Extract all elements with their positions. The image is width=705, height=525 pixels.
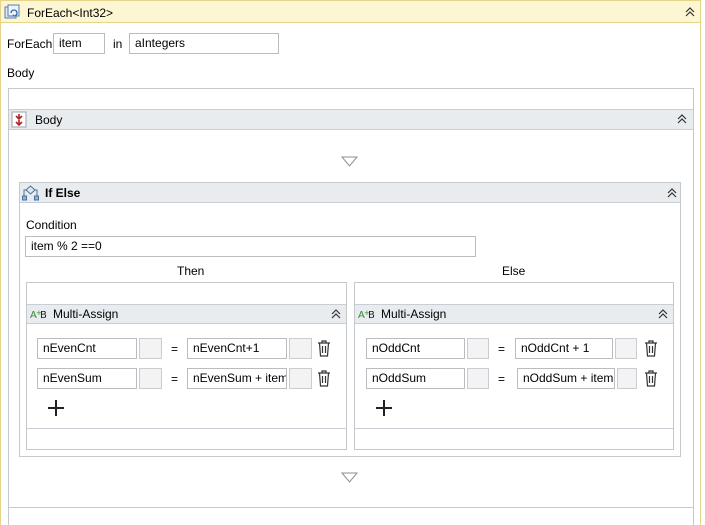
drop-target-arrow-icon[interactable] [341,156,358,167]
condition-field[interactable]: item % 2 ==0 [25,236,476,257]
value-type-button[interactable] [615,338,637,359]
value-type-button[interactable] [289,338,312,359]
assign-target-field[interactable]: nEvenSum [37,368,137,389]
body-label: Body [7,66,35,80]
value-type-button[interactable] [289,368,312,389]
then-assign-body [27,324,346,429]
collapse-chevron-icon[interactable] [666,187,678,199]
then-assign-header[interactable] [27,304,346,324]
target-type-button[interactable] [467,368,489,389]
assign-value-field[interactable]: nOddSum + item [517,368,615,389]
equals-sign: = [171,342,179,356]
equals-sign: = [498,342,506,356]
body-divider [9,507,693,508]
svg-text:+: + [364,309,370,317]
trash-icon[interactable] [317,370,331,387]
collapse-chevron-icon[interactable] [684,6,696,18]
else-assign-body [355,324,673,429]
target-type-button[interactable] [139,338,162,359]
collapse-chevron-icon[interactable] [676,113,688,125]
svg-text:B: B [40,310,47,321]
sequence-title: Body [35,113,63,127]
assign-target-field[interactable]: nEvenCnt [37,338,137,359]
assign-value-field[interactable]: nEvenCnt+1 [187,338,287,359]
sequence-icon [11,111,27,128]
trash-icon[interactable] [644,340,658,357]
svg-text:A: A [358,310,365,321]
trash-icon[interactable] [644,370,658,387]
multi-assign-icon: A + B [30,309,47,321]
assign-target-field[interactable]: nOddCnt [366,338,465,359]
foreach-title: ForEach<Int32> [27,6,114,20]
plus-icon[interactable] [48,400,64,416]
target-type-button[interactable] [139,368,162,389]
collapse-chevron-icon[interactable] [657,308,669,320]
then-assign-title: Multi-Assign [53,307,119,321]
multi-assign-icon: A + B [358,309,375,321]
assign-value-field[interactable]: nOddCnt + 1 [515,338,613,359]
collection-field[interactable]: aIntegers [129,33,279,54]
sequence-header[interactable] [9,109,693,130]
plus-icon[interactable] [376,400,392,416]
else-assign-title: Multi-Assign [381,307,447,321]
foreach-label: ForEach [7,37,53,51]
then-label: Then [177,264,205,278]
item-variable-field[interactable]: item [53,33,105,54]
else-assign-header[interactable] [355,304,673,324]
assign-target-field[interactable]: nOddSum [366,368,465,389]
drop-target-arrow-icon[interactable] [341,472,358,483]
if-else-header[interactable] [20,183,680,203]
foreach-activity-icon [4,4,20,19]
in-label: in [113,37,123,51]
if-else-icon [22,185,39,201]
condition-label: Condition [26,218,77,232]
trash-icon[interactable] [317,340,331,357]
target-type-button[interactable] [467,338,489,359]
svg-text:B: B [368,310,375,321]
if-else-title: If Else [45,186,81,200]
value-type-button[interactable] [617,368,637,389]
foreach-header[interactable] [1,1,700,23]
collapse-chevron-icon[interactable] [330,308,342,320]
else-label: Else [502,264,526,278]
svg-text:+: + [36,309,42,317]
equals-sign: = [498,372,506,386]
assign-value-field[interactable]: nEvenSum + item [187,368,287,389]
equals-sign: = [171,372,179,386]
svg-text:A: A [30,310,37,321]
